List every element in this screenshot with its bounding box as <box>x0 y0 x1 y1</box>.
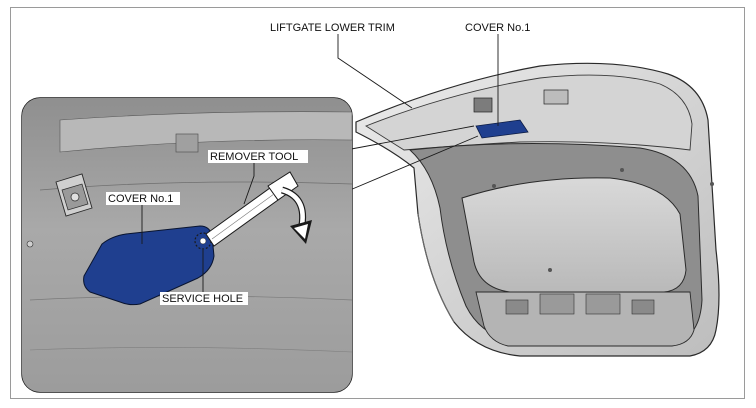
liftgate-light-housing <box>543 89 569 105</box>
label-liftgate-lower-trim: LIFTGATE LOWER TRIM <box>270 22 395 34</box>
fastener-dot <box>620 168 624 172</box>
fastener-dot <box>710 182 714 186</box>
liftgate-assembly <box>355 62 720 357</box>
liftgate-side-edge <box>417 213 455 323</box>
label-service-hole: SERVICE HOLE <box>162 293 243 305</box>
liftgate-handle-recess <box>473 97 493 113</box>
label-cover-no1-detail: COVER No.1 <box>108 193 173 205</box>
label-bg-cover-detail <box>106 192 180 205</box>
leader-liftgate-lower-trim <box>337 34 413 109</box>
label-remover-tool: REMOVER TOOL <box>210 151 298 163</box>
service-hole <box>199 237 207 245</box>
detail-contour-3 <box>29 347 352 353</box>
sill-detail-3 <box>585 293 621 315</box>
detail-latch <box>55 173 93 217</box>
liftgate-lower-trim-band <box>365 74 693 151</box>
sill-detail-1 <box>505 299 529 315</box>
detail-cover-no1 <box>83 225 215 306</box>
detail-panel-top-strip <box>59 111 352 153</box>
sill-detail-4 <box>631 299 655 315</box>
callout-line-upper <box>345 125 475 151</box>
callout-line-lower <box>349 135 479 191</box>
main-leaders <box>337 34 499 191</box>
leader-remover-tool <box>243 162 255 205</box>
detail-bubble <box>21 97 353 393</box>
label-cover-no1-main: COVER No.1 <box>465 22 530 34</box>
label-bg-remover-tool <box>208 150 308 163</box>
sill-detail-2 <box>539 293 575 315</box>
pry-direction-arrow <box>280 186 312 244</box>
detail-edge-dot <box>26 240 34 248</box>
remover-tool <box>205 171 299 247</box>
fastener-dot <box>548 268 552 272</box>
liftgate-cover-no1 <box>475 119 529 139</box>
label-bg-service-hole <box>160 292 248 305</box>
detail-recess-square <box>175 133 199 153</box>
fastener-dot <box>492 184 496 188</box>
liftgate-glass-opening <box>461 177 687 293</box>
